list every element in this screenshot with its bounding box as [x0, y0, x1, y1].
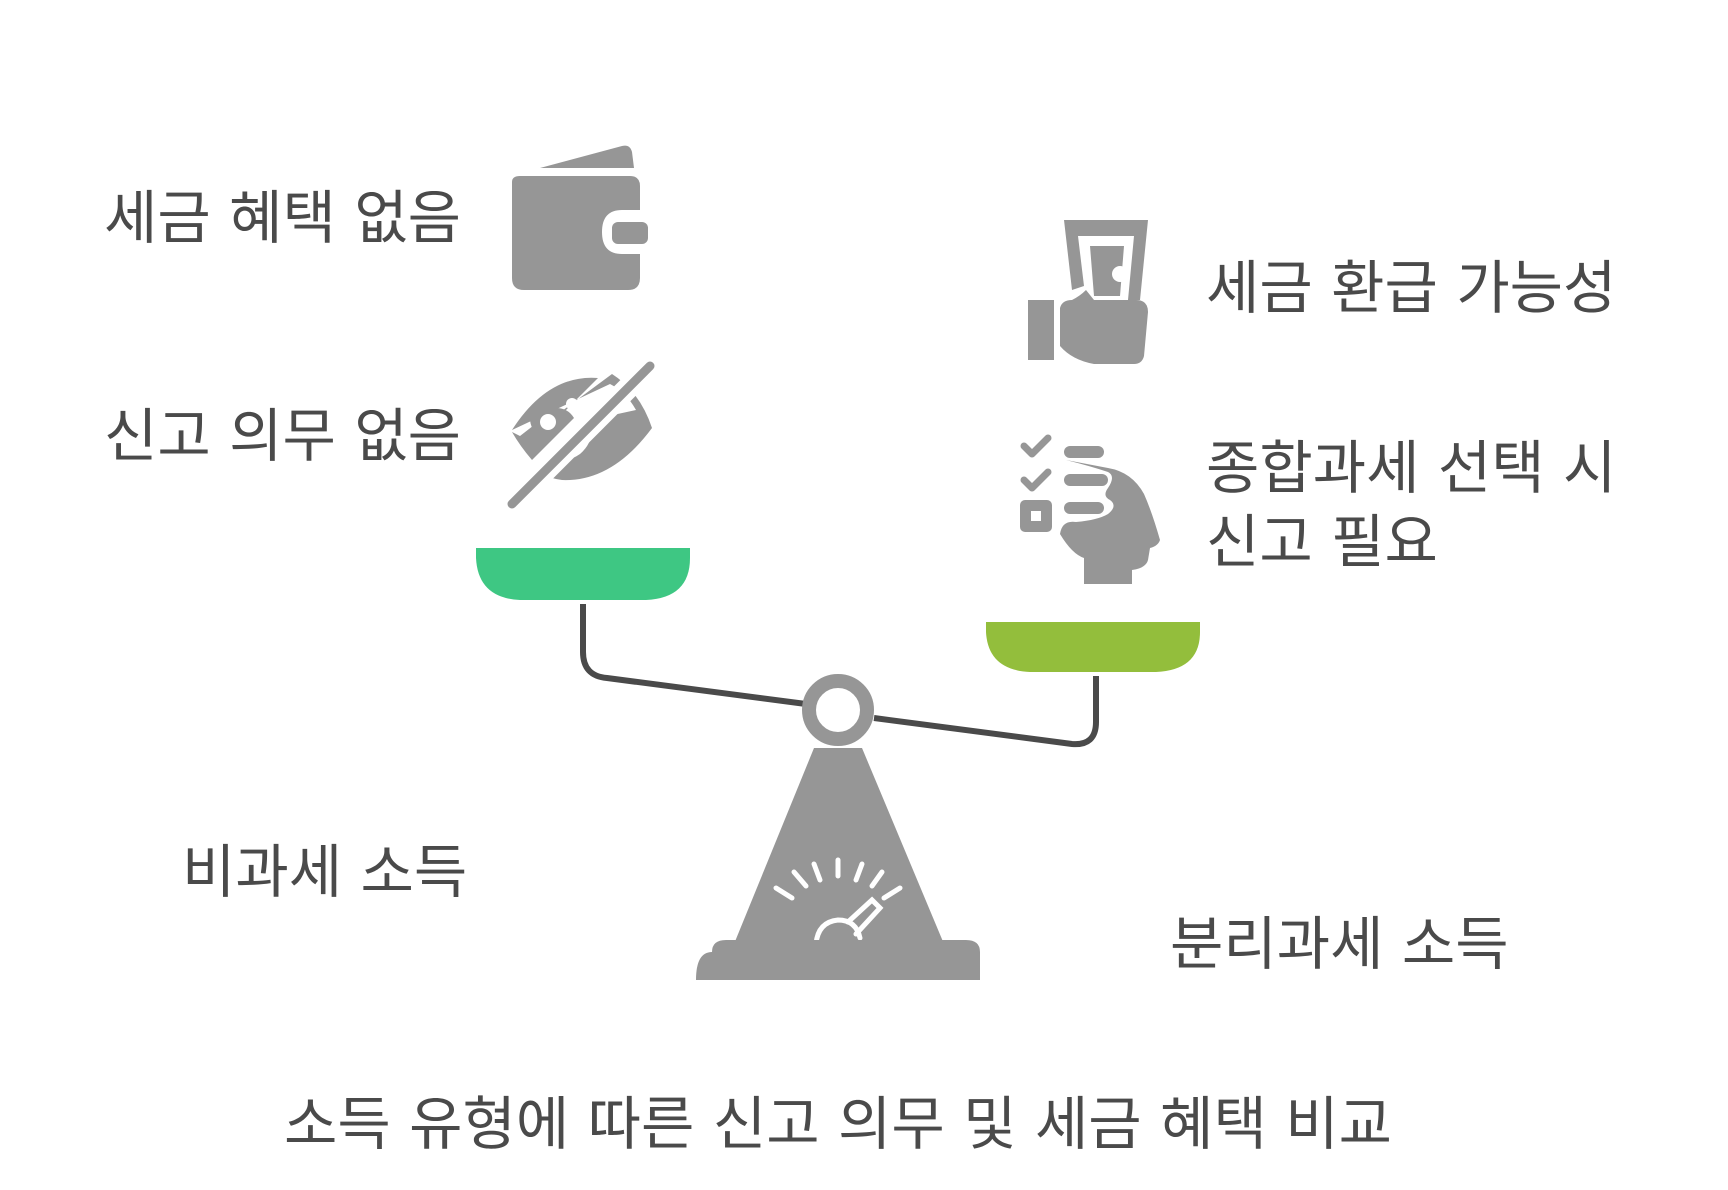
left-pan	[476, 548, 690, 600]
right-item-label-2-line-1: 종합과세 선택 시	[1206, 434, 1616, 502]
hand-money-icon	[1028, 220, 1148, 364]
left-item-label-2: 신고 의무 없음	[104, 402, 461, 470]
wallet-icon	[512, 145, 648, 290]
gauge-icon	[773, 857, 903, 947]
right-hanger	[873, 676, 1099, 748]
pivot	[802, 674, 874, 746]
scale-stand	[734, 748, 944, 944]
right-item-label-2-line-2: 신고 필요	[1206, 508, 1438, 576]
head-checklist-icon	[1020, 434, 1160, 584]
right-category-label: 분리과세 소득	[1170, 910, 1509, 978]
right-pan	[986, 622, 1200, 672]
left-category-label: 비과세 소득	[182, 838, 467, 906]
scale-base	[696, 940, 980, 980]
left-item-label-1: 세금 혜택 없음	[104, 184, 461, 252]
left-hanger	[580, 604, 807, 707]
right-item-label-1: 세금 환급 가능성	[1206, 254, 1616, 322]
eye-slash-icon	[501, 355, 661, 515]
diagram-title: 소득 유형에 따른 신고 의무 및 세금 혜택 비교	[284, 1090, 1392, 1158]
